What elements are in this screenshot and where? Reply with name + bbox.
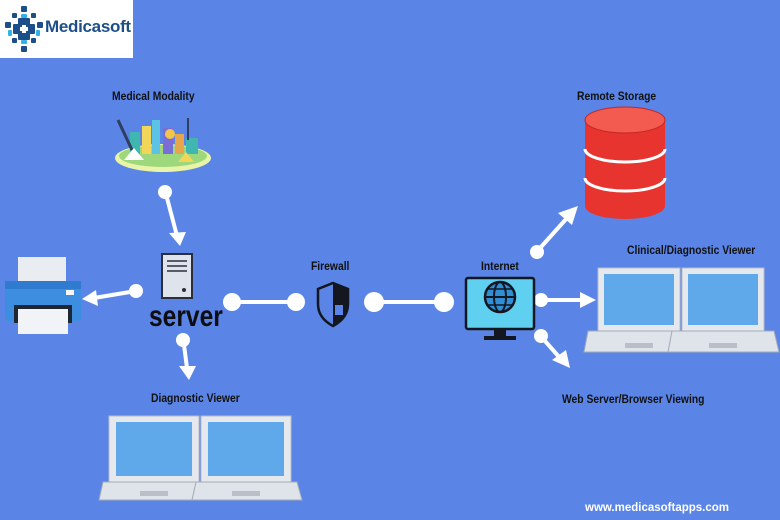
diagnostic-laptops <box>98 415 303 501</box>
database-icon <box>583 106 667 219</box>
laptop-icon <box>583 267 697 353</box>
website-url[interactable]: www.medicasoftapps.com <box>585 502 729 514</box>
label-web-server: Web Server/Browser Viewing <box>562 392 705 406</box>
label-remote-storage: Remote Storage <box>577 89 657 103</box>
server-icon <box>161 253 193 299</box>
label-server: server <box>149 300 223 333</box>
label-internet: Internet <box>481 259 519 273</box>
connectors <box>82 185 596 380</box>
medicasoft-logo-icon <box>5 6 43 52</box>
label-clinical-viewer: Clinical/Diagnostic Viewer <box>627 243 756 257</box>
firewall-shield-icon <box>316 281 350 328</box>
laptop-icon <box>98 415 211 501</box>
printer-icon <box>5 257 81 334</box>
logo-box: Medicasoft <box>0 0 133 58</box>
clinical-laptops <box>583 267 780 353</box>
laptop-icon <box>191 415 303 501</box>
internet-globe-monitor-icon <box>464 276 536 340</box>
label-medical-modality: Medical Modality <box>112 89 195 103</box>
brand-name: Medicasoft <box>45 17 131 36</box>
label-diagnostic-viewer: Diagnostic Viewer <box>151 391 240 405</box>
medical-modality-icon <box>115 118 211 172</box>
label-firewall: Firewall <box>311 259 350 273</box>
laptop-icon <box>667 267 780 353</box>
